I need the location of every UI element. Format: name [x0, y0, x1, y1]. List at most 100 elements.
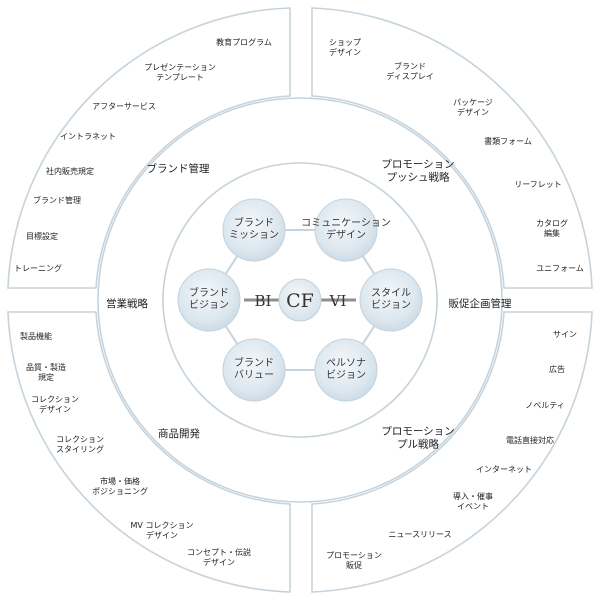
item-label: ブランドディスプレイ [386, 61, 433, 81]
bubble-brand-mission [222, 198, 286, 262]
item-label: 製品機能 [20, 331, 52, 341]
strategy-label: 販促企画管理 [449, 297, 512, 310]
item-label: アフターサービス [92, 102, 156, 111]
item-label-line: デザイン [39, 404, 71, 414]
strategy-label-line: 商品開発 [158, 427, 200, 440]
bubble-label-line: バリュー [234, 369, 274, 381]
bubble-brand-value [222, 338, 286, 402]
item-label: インターネット [476, 465, 532, 474]
item-label-line: インターネット [476, 465, 532, 474]
strategy-label-line: プル戦略 [397, 438, 439, 451]
item-label-line: ディスプレイ [386, 71, 433, 81]
item-label: コンセプト・伝説デザイン [187, 547, 251, 567]
bubble-communication-design [314, 198, 378, 262]
item-label: 電話直接対応 [506, 435, 554, 445]
item-label: ノベルティ [525, 401, 565, 410]
item-label: カタログ編集 [536, 218, 568, 238]
strategy-label-line: 販促企画管理 [449, 297, 512, 310]
bubble-label-line: コミュニケーション [301, 217, 391, 229]
item-label-line: ユニフォーム [536, 264, 584, 273]
item-label-line: イベント [457, 502, 489, 511]
item-label-line: 書類フォーム [484, 136, 532, 146]
item-label-line: コレクション [31, 395, 79, 404]
bubble-label-line: ペルソナ [326, 357, 366, 369]
item-label: プロモーション販促 [326, 551, 382, 570]
item-label-line: コンセプト・伝説 [187, 547, 251, 557]
item-label-line: 市場・価格 [100, 476, 140, 486]
item-label: 書類フォーム [484, 136, 532, 146]
item-label-line: 製品機能 [20, 331, 52, 341]
item-label: 市場・価格ポジショニング [92, 476, 148, 496]
item-label: トレーニング [14, 263, 62, 273]
item-label: ショップデザイン [329, 38, 361, 57]
strategy-label: プロモーションプル戦略 [381, 426, 454, 451]
item-label: イントラネット [60, 132, 116, 141]
item-label: プレゼンテーションテンプレート [144, 62, 216, 82]
item-label-line: サイン [553, 330, 577, 339]
item-label: 導入・催事イベント [453, 491, 493, 511]
item-label-line: デザイン [329, 47, 361, 57]
quadrant-bottom-right [311, 311, 593, 593]
bubble-label: ペルソナビジョン [326, 357, 366, 381]
item-label-line: カタログ [536, 218, 568, 228]
item-label: パッケージデザイン [453, 98, 493, 117]
item-label-line: 社内販売規定 [46, 166, 94, 176]
item-label: 教育プログラム [216, 37, 272, 47]
strategy-label: 商品開発 [158, 427, 200, 440]
item-label: サイン [553, 330, 577, 339]
quadrant-top-left [7, 7, 291, 289]
quadrant-top-right [311, 7, 593, 289]
bubble-label-line: スタイル [371, 287, 411, 299]
bubble-label: ブランドミッション [229, 216, 279, 241]
bubble-label-line: ブランド [234, 216, 274, 229]
item-label-line: デザイン [203, 557, 235, 567]
item-label: ブランド管理 [33, 195, 81, 205]
item-label-line: テンプレート [156, 73, 204, 82]
item-label-line: 広告 [549, 364, 565, 374]
item-label-line: デザイン [146, 530, 178, 540]
strategy-label: プロモーションプッシュ戦略 [381, 159, 454, 184]
bubble-label-line: ブランド [234, 356, 274, 369]
item-label-line: コレクション [56, 435, 104, 444]
item-label-line: 販促 [346, 560, 362, 570]
item-label: ユニフォーム [536, 264, 584, 273]
strategy-label-line: ブランド管理 [147, 162, 210, 175]
item-label-line: 編集 [544, 228, 560, 238]
bubble-label-line: ビジョン [326, 369, 366, 381]
item-label-line: トレーニング [14, 263, 62, 273]
item-label: ニュースリリース [388, 530, 451, 539]
item-label-line: プレゼンテーション [144, 62, 216, 72]
item-label: コレクションデザイン [31, 395, 79, 414]
item-label-line: MV コレクション [131, 521, 194, 530]
core-label-bi: BI [255, 292, 272, 310]
item-label-line: ノベルティ [525, 401, 565, 410]
strategy-label-line: 営業戦略 [106, 297, 148, 310]
item-label-line: 規定 [38, 372, 54, 382]
bubble-shapes [177, 198, 423, 402]
item-label-line: デザイン [457, 107, 489, 117]
item-label-line: イントラネット [60, 132, 116, 141]
bubble-label: スタイルビジョン [371, 287, 411, 311]
bubble-label-line: ビジョン [189, 299, 229, 311]
item-label: MV コレクションデザイン [131, 521, 194, 540]
strategy-label-line: プロモーション [381, 159, 454, 171]
item-label: リーフレット [514, 180, 562, 189]
item-label-line: 教育プログラム [216, 37, 272, 47]
bubble-label-line: ビジョン [371, 299, 411, 311]
item-label: 広告 [549, 364, 565, 374]
item-label-line: 電話直接対応 [506, 435, 554, 445]
bubble-label-line: デザイン [326, 228, 366, 241]
bubble-label-line: ブランド [189, 286, 229, 299]
item-label-line: ポジショニング [92, 486, 148, 496]
item-label-line: ブランド管理 [33, 195, 81, 205]
item-label-line: スタイリング [56, 444, 104, 454]
labels-layer: ブランドミッションコミュニケーションデザインスタイルビジョンペルソナビジョンブラ… [14, 37, 584, 570]
item-label: 品質・製造規定 [26, 362, 66, 382]
item-label-line: ショップ [329, 38, 361, 47]
item-label: 目標設定 [26, 231, 58, 241]
item-label-line: プロモーション [326, 551, 382, 560]
bubble-label: ブランドバリュー [234, 356, 274, 381]
item-label-line: リーフレット [514, 180, 562, 189]
item-label-line: パッケージ [453, 98, 493, 107]
